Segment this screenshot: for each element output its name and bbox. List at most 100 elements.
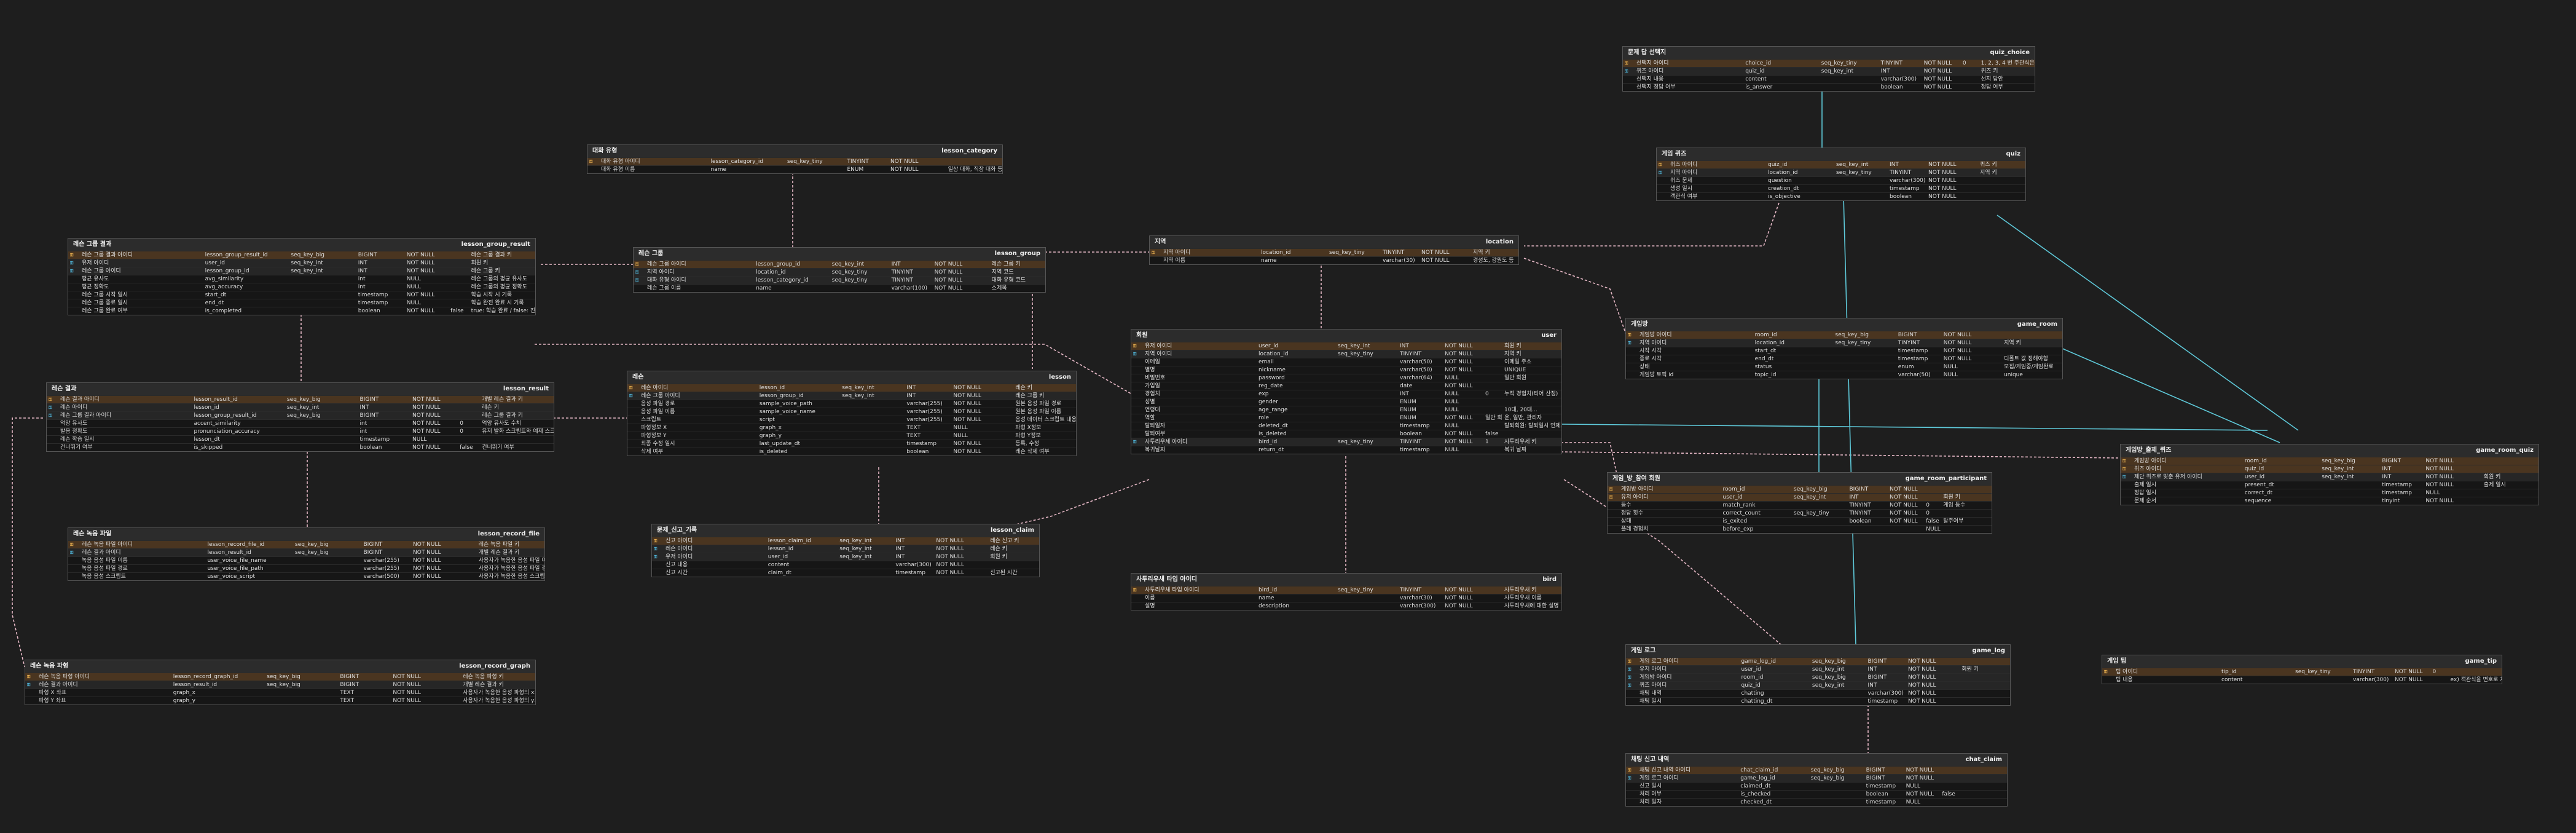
table-row[interactable]: 역할roleENUMNOT NULL일반 회원운, 일반, 관리자 xyxy=(1131,414,1561,422)
table-row[interactable]: 평균 유사도avg_similarityintNULL레슨 그룹의 평균 유사도 xyxy=(68,275,535,283)
table-row[interactable]: ⚿유저 아이디user_idseq_key_intINTNOT NULL회원 키 xyxy=(1131,342,1561,350)
table-header[interactable]: 게임 로그game_log xyxy=(1626,645,2010,657)
table-lesson_group_result[interactable]: 레슨 그룹 결과lesson_group_result⚿레슨 그룹 결과 아이디… xyxy=(68,238,536,315)
table-lesson_record_graph[interactable]: 레슨 녹음 파형lesson_record_graph⚿레슨 녹음 파형 아이디… xyxy=(25,660,536,705)
table-row[interactable]: ⚿지역 아이디location_idseq_key_tinyTINYINTNOT… xyxy=(1626,339,2062,347)
table-header[interactable]: 레슨 그룹 결과lesson_group_result xyxy=(68,239,535,251)
table-row[interactable]: 레슨 학습 일시lesson_dttimestampNULL xyxy=(47,435,554,443)
table-row[interactable]: 상태statusenumNULL모집/게임중/게임완료 xyxy=(1626,363,2062,371)
table-header[interactable]: 사투리우새 타입 아이디bird xyxy=(1131,574,1561,586)
table-row[interactable]: ⚿지역 아이디location_idseq_key_tinyTINYINTNOT… xyxy=(634,268,1045,276)
table-row[interactable]: 처리 일자checked_dttimestampNULL xyxy=(1626,798,2007,806)
table-header[interactable]: 게임 퀴즈quiz xyxy=(1657,148,2025,160)
table-header[interactable]: 게임_방_참여 회원game_room_participant xyxy=(1608,473,1992,485)
table-row[interactable]: 정답 일시correct_dttimestampNULL xyxy=(2121,489,2539,497)
table-row[interactable]: ⚿게임 로그 아이디game_log_idseq_key_bigBIGINTNO… xyxy=(1626,657,2010,665)
table-row[interactable]: 스크립트scriptvarchar(255)NOT NULL음성 데이터 스크립… xyxy=(627,416,1076,424)
table-quiz[interactable]: 게임 퀴즈quiz⚿퀴즈 아이디quiz_idseq_key_intINTNOT… xyxy=(1656,148,2026,201)
table-row[interactable]: 발음 정확도pronunciation_accuracyintNOT NULL0… xyxy=(47,427,554,435)
table-row[interactable]: ⚿대화 유형 아이디lesson_category_idseq_key_tiny… xyxy=(634,276,1045,284)
table-header[interactable]: 게임방_출제_퀴즈game_room_quiz xyxy=(2121,444,2539,457)
table-row[interactable]: 연령대age_rangeENUMNULL10대, 20대... xyxy=(1131,406,1561,414)
table-row[interactable]: 상태is_exitedbooleanNOT NULLfalse탈주여부 xyxy=(1608,517,1992,525)
table-row[interactable]: ⚿게임방 아이디room_idseq_key_bigBIGINTNOT NULL xyxy=(1608,485,1992,493)
table-row[interactable]: ⚿레슨 그룹 결과 아이디lesson_group_result_idseq_k… xyxy=(47,411,554,419)
table-row[interactable]: ⚿레슨 아이디lesson_idseq_key_intINTNOT NULL레슨… xyxy=(47,403,554,411)
table-row[interactable]: 채팅 일시chatting_dttimestampNOT NULL xyxy=(1626,697,2010,705)
table-header[interactable]: 회원user xyxy=(1131,330,1561,342)
table-header[interactable]: 채팅 신고 내역chat_claim xyxy=(1626,754,2007,766)
table-row[interactable]: 문제 순서sequencetinyintNOT NULL xyxy=(2121,497,2539,505)
table-header[interactable]: 게임방game_room xyxy=(1626,318,2062,331)
table-row[interactable]: 레슨 그룹 완료 여부is_completedbooleanNOT NULLfa… xyxy=(68,307,535,315)
table-header[interactable]: 레슨 녹음 파형lesson_record_graph xyxy=(25,660,535,673)
table-row[interactable]: ⚿선택지 아이디choice_idseq_key_tinyTINYINTNOT … xyxy=(1623,59,2035,67)
table-row[interactable]: 탈퇴여부is_deletedbooleanNOT NULLfalse xyxy=(1131,430,1561,438)
table-row[interactable]: ⚿지역 아이디location_idseq_key_tinyTINYINTNOT… xyxy=(1150,248,1518,256)
table-row[interactable]: ⚿채팅 신고 내역 아이디chat_claim_idseq_key_bigBIG… xyxy=(1626,766,2007,774)
table-row[interactable]: 시작 시각start_dttimestampNOT NULL xyxy=(1626,347,2062,355)
table-row[interactable]: 이메일emailvarchar(50)NOT NULL이메일 주소 xyxy=(1131,358,1561,366)
table-lesson_result[interactable]: 레슨 결과lesson_result⚿레슨 결과 아이디lesson_resul… xyxy=(46,382,554,452)
table-bird[interactable]: 사투리우새 타입 아이디bird⚿사투리우새 타입 아이디bird_idseq_… xyxy=(1131,573,1562,610)
table-lesson_record_file[interactable]: 레슨 녹음 파일lesson_record_file⚿레슨 녹음 파일 아이디l… xyxy=(68,527,545,581)
table-row[interactable]: 처리 여부is_checkedbooleanNOT NULLfalse xyxy=(1626,790,2007,798)
table-row[interactable]: 지역 이름namevarchar(30)NOT NULL경성도, 강원도 등 xyxy=(1150,256,1518,264)
table-row[interactable]: ⚿레슨 그룹 아이디lesson_group_idseq_key_intINTN… xyxy=(627,392,1076,400)
table-row[interactable]: ⚿게임방 아이디room_idseq_key_bigBIGINTNOT NULL xyxy=(1626,673,2010,681)
table-row[interactable]: ⚿유저 아이디user_idseq_key_intINTNOT NULL회원 키 xyxy=(1626,665,2010,673)
table-location[interactable]: 지역location⚿지역 아이디location_idseq_key_tiny… xyxy=(1149,235,1519,265)
table-header[interactable]: 지역location xyxy=(1150,236,1518,248)
table-header[interactable]: 레슨 녹음 파일lesson_record_file xyxy=(68,528,544,540)
table-row[interactable]: 최종 수정 일시last_update_dttimestampNOT NULL등… xyxy=(627,440,1076,448)
table-chat_claim[interactable]: 채팅 신고 내역chat_claim⚿채팅 신고 내역 아이디chat_clai… xyxy=(1625,753,2008,807)
table-row[interactable]: 생성 일시creation_dttimestampNOT NULL xyxy=(1657,184,2025,192)
table-row[interactable]: ⚿퀴즈 아이디quiz_idseq_key_intINTNOT NULL퀴즈 키 xyxy=(1623,67,2035,75)
table-row[interactable]: 파형 X 좌표graph_xTEXTNOT NULL사용자가 녹음한 음성 파형… xyxy=(25,689,535,697)
table-row[interactable]: 팁 내용contentvarchar(300)NOT NULLex) 객관식을 … xyxy=(2102,676,2502,684)
table-row[interactable]: 등수match_rankTINYINTNOT NULL0게임 등수 xyxy=(1608,501,1992,509)
table-row[interactable]: 별명nicknamevarchar(50)NOT NULLUNIQUE xyxy=(1131,366,1561,374)
table-row[interactable]: ⚿레슨 그룹 결과 아이디lesson_group_result_idseq_k… xyxy=(68,251,535,259)
table-row[interactable]: 탈퇴일자deleted_dttimestampNULL탈퇴회원: 탈퇴일시 언제… xyxy=(1131,422,1561,430)
table-row[interactable]: 설명descriptionvarchar(300)NOT NULL사투리우새에 … xyxy=(1131,602,1561,610)
table-row[interactable]: 신고 내용contentvarchar(300)NOT NULL xyxy=(652,561,1039,569)
table-row[interactable]: 녹음 음성 파일 경로user_voice_file_pathvarchar(2… xyxy=(68,564,544,572)
table-header[interactable]: 대화 유형lesson_category xyxy=(587,145,1002,157)
table-row[interactable]: ⚿게임방 아이디room_idseq_key_bigBIGINTNOT NULL xyxy=(2121,457,2539,465)
table-row[interactable]: 건너뛰기 여부is_skippedbooleanNOT NULLfalse건너뛰… xyxy=(47,443,554,451)
table-header[interactable]: 게임 팁game_tip xyxy=(2102,655,2502,668)
table-row[interactable]: ⚿퀴즈 아이디quiz_idseq_key_intINTNOT NULL xyxy=(2121,465,2539,473)
table-header[interactable]: 문제_신고_기록lesson_claim xyxy=(652,524,1039,537)
table-row[interactable]: 신고 일시claimed_dttimestampNULL xyxy=(1626,782,2007,790)
table-row[interactable]: ⚿퀴즈 아이디quiz_idseq_key_intINTNOT NULL xyxy=(1626,681,2010,689)
table-row[interactable]: 억양 유사도accent_similarityintNOT NULL0억양 유사… xyxy=(47,419,554,427)
table-row[interactable]: 복귀날짜return_dttimestampNULL복귀 날짜 xyxy=(1131,446,1561,454)
table-row[interactable]: 이름namevarchar(30)NOT NULL사투리우새 이름 xyxy=(1131,594,1561,602)
table-lesson[interactable]: 레슨lesson⚿레슨 아이디lesson_idseq_key_intINTNO… xyxy=(627,371,1077,456)
table-row[interactable]: 플레 경험치before_expNULL xyxy=(1608,525,1992,533)
table-row[interactable]: 선택지 정답 여부is_answerbooleanNOT NULL정답 여부 xyxy=(1623,83,2035,91)
table-row[interactable]: 퀴즈 문제questionvarchar(300)NOT NULL xyxy=(1657,176,2025,184)
table-row[interactable]: ⚿유저 아이디user_idseq_key_intINTNOT NULL회원 키 xyxy=(68,259,535,267)
table-row[interactable]: ⚿지역 아이디location_idseq_key_tinyTINYINTNOT… xyxy=(1131,350,1561,358)
table-row[interactable]: 대화 유형 이름nameENUMNOT NULL일상 대화, 직장 대화 등 xyxy=(587,165,1002,173)
table-row[interactable]: 음성 파일 경로sample_voice_pathvarchar(255)NOT… xyxy=(627,400,1076,408)
table-row[interactable]: 게임방 토픽 idtopic_idvarchar(50)NULLunique xyxy=(1626,371,2062,379)
table-lesson_category[interactable]: 대화 유형lesson_category⚿대화 유형 아이디lesson_cat… xyxy=(587,144,1003,174)
table-row[interactable]: ⚿레슨 아이디lesson_idseq_key_intINTNOT NULL레슨… xyxy=(627,384,1076,392)
table-row[interactable]: 비밀번호passwordvarchar(64)NULL일반 회원 xyxy=(1131,374,1561,382)
table-row[interactable]: ⚿팁 아이디tip_idseq_key_tinyTINYINTNOT NULL0 xyxy=(2102,668,2502,676)
table-game_log[interactable]: 게임 로그game_log⚿게임 로그 아이디game_log_idseq_ke… xyxy=(1625,644,2011,706)
table-row[interactable]: 파형정보 Xgraph_xTEXTNULL파형 X정보 xyxy=(627,424,1076,432)
table-row[interactable]: ⚿대화 유형 아이디lesson_category_idseq_key_tiny… xyxy=(587,157,1002,165)
table-row[interactable]: ⚿유저 아이디user_idseq_key_intINTNOT NULL회원 키 xyxy=(1608,493,1992,501)
table-row[interactable]: ⚿게임방 아이디room_idseq_key_bigBIGINTNOT NULL xyxy=(1626,331,2062,339)
table-row[interactable]: 경험치expINTNULL0누적 경험치(티어 산정) xyxy=(1131,390,1561,398)
table-row[interactable]: 파형 Y 좌표graph_yTEXTNOT NULL사용자가 녹음한 음성 파형… xyxy=(25,697,535,705)
table-row[interactable]: 선택지 내용contentvarchar(300)NOT NULL선지 답안 xyxy=(1623,75,2035,83)
table-game_tip[interactable]: 게임 팁game_tip⚿팁 아이디tip_idseq_key_tinyTINY… xyxy=(2102,655,2502,684)
table-game_room_quiz[interactable]: 게임방_출제_퀴즈game_room_quiz⚿게임방 아이디room_idse… xyxy=(2120,444,2539,505)
table-row[interactable]: 평균 정확도avg_accuracyintNULL레슨 그룹의 평균 정확도 xyxy=(68,283,535,291)
table-row[interactable]: 레슨 그룹 시작 일시start_dttimestampNOT NULL학습 시… xyxy=(68,291,535,299)
